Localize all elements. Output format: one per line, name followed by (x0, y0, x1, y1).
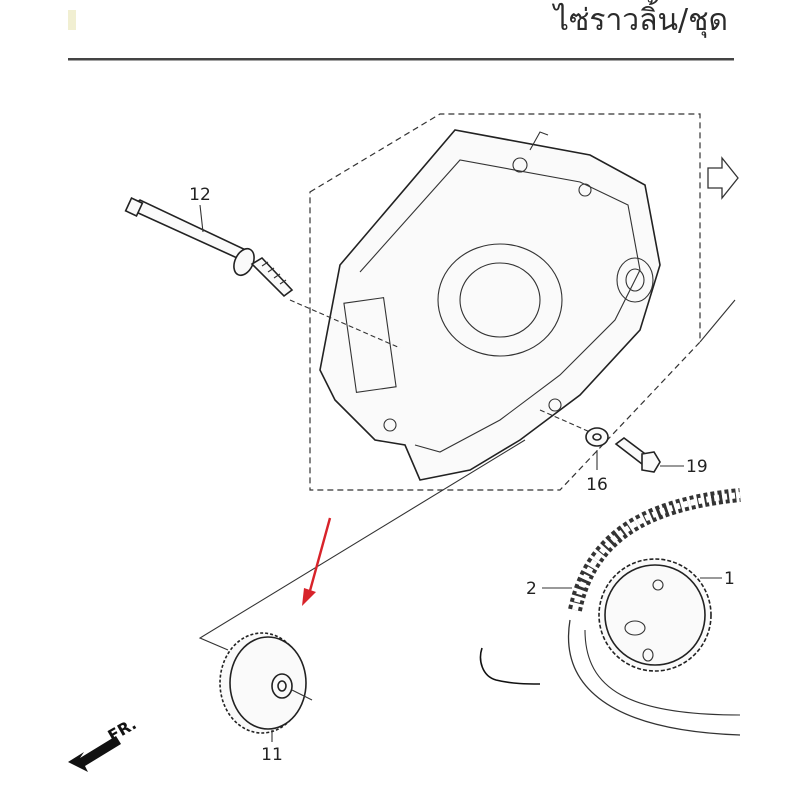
mount-boss-top (512, 157, 528, 173)
bearing-housing-inner (625, 268, 645, 292)
bearing-housing (616, 257, 654, 303)
front-direction-indicator: FR. (68, 714, 140, 772)
stud-bolt-collar (233, 247, 255, 277)
leader-12 (199, 204, 204, 233)
annotation-arrow-head-icon (302, 588, 316, 606)
box-leader-right (699, 299, 736, 343)
sprocket-centerline (291, 689, 313, 701)
stud-bolt-centerline (289, 299, 401, 349)
bolt-19: 19 (614, 437, 708, 477)
crankcase (319, 129, 661, 481)
crank-bore (437, 243, 563, 357)
cam-chain-guide-inner (584, 629, 741, 716)
crankcase-inner-contour (359, 159, 641, 453)
crankcase-to-sprocket-leader (198, 439, 526, 651)
stud-bolt-12: 12 (124, 185, 294, 298)
mount-boss-left (383, 418, 397, 432)
crankcase-left-frame (343, 297, 397, 393)
annotation-arrow (302, 517, 332, 606)
callout-1: 1 (724, 569, 735, 589)
callout-19: 19 (686, 457, 708, 477)
stud-bolt-end (124, 197, 144, 217)
crankcase-group-box (309, 113, 701, 491)
callout-11: 11 (261, 745, 283, 765)
washer-16: 16 (585, 427, 609, 495)
stud-bolt-thread-marks (261, 261, 287, 285)
handwritten-mark (479, 647, 541, 685)
page-title: ไซ่ราวลิ้น/ชุด (552, 0, 728, 39)
callout-16: 16 (586, 475, 608, 495)
washer-centerline (539, 409, 591, 433)
cam-chain-upper-links (572, 492, 741, 611)
stud-bolt-shaft (130, 199, 252, 264)
cam-sprocket-hole-bottom (642, 648, 654, 662)
header-rule (68, 58, 734, 61)
cam-sprocket-slot (624, 620, 646, 636)
cam-chain-guide-lower (567, 619, 741, 736)
cam-chain-assembly: 2 1 (526, 488, 741, 736)
sprocket-body (229, 636, 307, 730)
continuation-arrow-icon (707, 156, 739, 200)
callout-2: 2 (526, 579, 537, 599)
crank-bore-inner (459, 262, 541, 338)
annotation-arrow-shaft (306, 517, 332, 599)
mount-boss-bottom (548, 398, 562, 412)
mount-boss-right (578, 183, 592, 197)
sprocket-bore (277, 680, 287, 692)
crankcase-outline (319, 129, 661, 481)
breather-nipple (529, 131, 549, 151)
header-yellow-tab (68, 10, 76, 30)
bolt-19-head (641, 451, 661, 473)
stud-bolt-thread (250, 256, 294, 298)
callout-12: 12 (189, 185, 211, 205)
cam-sprocket-hole-top (652, 579, 664, 591)
washer-hole (592, 433, 602, 441)
cam-chain-upper (568, 488, 741, 612)
cam-sprocket (604, 564, 706, 666)
drive-sprocket-11: 11 (219, 632, 313, 765)
front-arrow-icon (68, 736, 121, 772)
